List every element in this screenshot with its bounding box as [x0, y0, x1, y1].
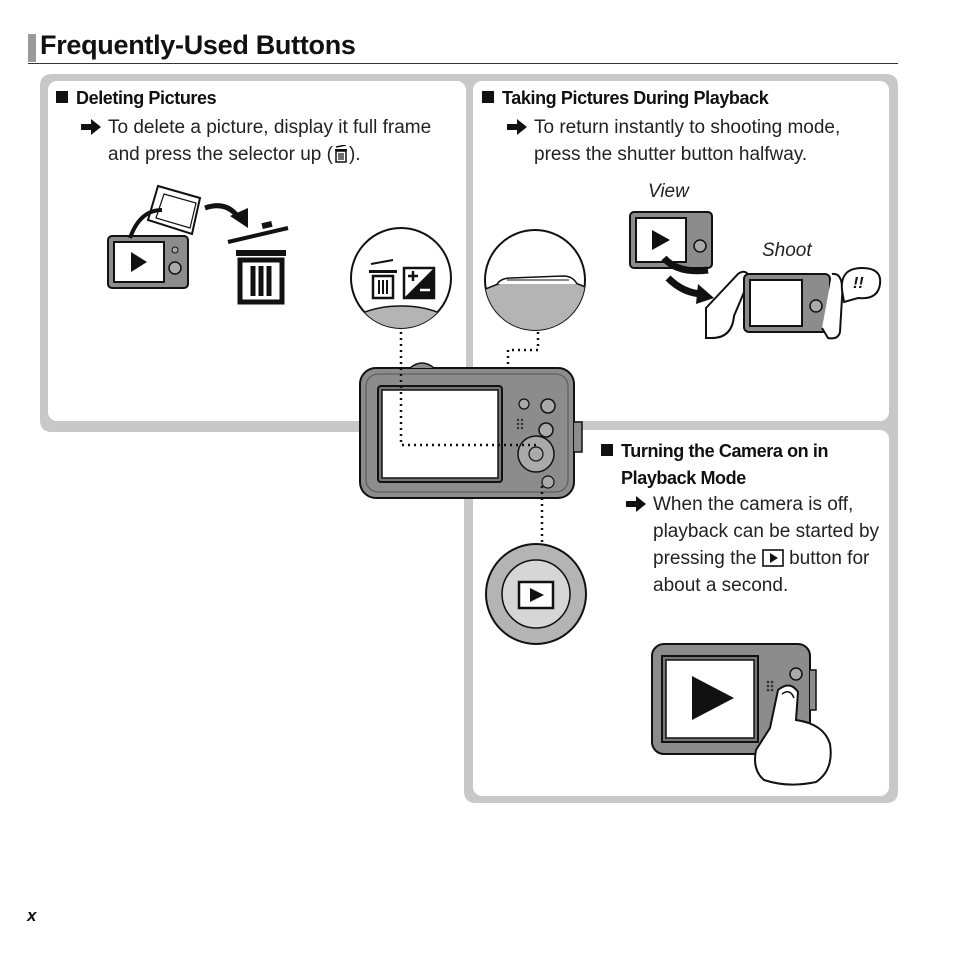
playback-button-icon	[761, 549, 784, 567]
view-shoot-illustration	[629, 211, 844, 340]
heading-turning: Turning the Camera on in Playback Mode	[601, 438, 828, 492]
heading-taking: Taking Pictures During Playback	[482, 88, 769, 109]
shutter-button-callout	[484, 229, 586, 331]
arrow-right-icon	[507, 119, 527, 135]
bullet-square	[601, 444, 613, 456]
power-on-illustration	[651, 643, 832, 786]
exclaim-bubble-icon	[840, 266, 882, 304]
heading-deleting: Deleting Pictures	[56, 88, 217, 109]
selector-up-callout	[350, 227, 452, 329]
delete-illustration	[107, 184, 289, 305]
page-number: x	[27, 906, 37, 925]
label-view: View	[648, 181, 689, 202]
page-title: Frequently-Used Buttons	[40, 30, 356, 60]
arrow-right-icon	[626, 496, 646, 512]
arrow-right-icon	[81, 119, 101, 135]
label-shoot: Shoot	[762, 240, 812, 261]
text-taking: To return instantly to shooting mode, pr…	[506, 114, 884, 168]
playback-button-callout	[485, 543, 587, 645]
trash-icon	[334, 145, 347, 163]
exclaim-text: !!	[853, 275, 864, 292]
text-deleting: To delete a picture, display it full fra…	[80, 114, 458, 168]
text-turning: When the camera is off, playback can be …	[625, 491, 887, 599]
bullet-square	[482, 91, 494, 103]
title-rule	[28, 63, 898, 64]
title-accent-bar	[28, 34, 36, 62]
bullet-square	[56, 91, 68, 103]
camera-back-illustration	[359, 332, 583, 544]
